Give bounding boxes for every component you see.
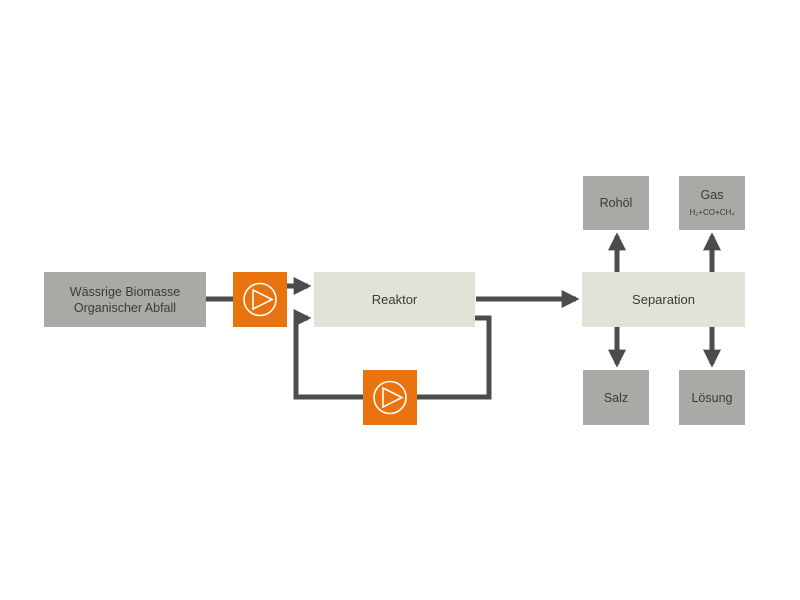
salz-box: Salz [583,370,649,425]
recycle-pump [363,370,417,425]
pump-icon [373,380,407,415]
separation-label: Separation [632,292,695,307]
loesung-box: Lösung [679,370,745,425]
input-label-line1: Wässrige Biomasse [70,285,180,299]
rohoel-label: Rohöl [600,196,633,210]
loesung-label: Lösung [691,391,732,405]
pump-icon [243,282,277,317]
feed-pump [233,272,287,327]
rohoel-box: Rohöl [583,176,649,230]
salz-label: Salz [604,391,628,405]
input-box: Wässrige Biomasse Organischer Abfall [44,272,206,327]
gas-formula: H₂+CO+CH₄ [689,208,734,217]
reactor-box: Reaktor [314,272,475,327]
gas-box: Gas H₂+CO+CH₄ [679,176,745,230]
input-label-line2: Organischer Abfall [74,301,176,315]
reactor-label: Reaktor [372,292,418,307]
separation-box: Separation [582,272,745,327]
gas-label: Gas [701,188,724,202]
